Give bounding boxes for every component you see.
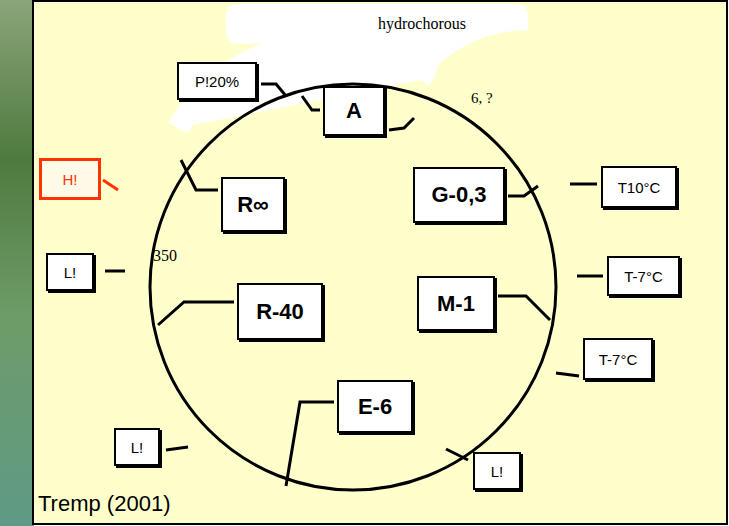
box-text: L! [64,264,77,281]
factor-box: P!20% [177,62,257,100]
leader-line [498,296,550,320]
leader-line [181,160,218,190]
count-label: 6, ? [471,90,493,107]
leader-line [508,186,538,196]
leader-line [446,449,468,460]
leader-line [261,84,286,96]
box-text: L! [131,439,144,456]
leader-lines [105,84,603,486]
stage-box: A [323,86,385,136]
stage-box: M-1 [417,276,495,331]
leader-line [166,447,188,450]
stage-box: R-40 [237,283,323,340]
factor-box: L! [46,253,94,291]
stage-box: G-0,3 [413,167,505,223]
leader-line [389,118,414,130]
factor-box: T10°C [601,166,677,208]
dispersal-band [178,44,430,128]
leader-line [577,275,603,278]
life-cycle-circle [150,84,556,490]
leader-line [158,302,234,325]
leader-line [103,180,118,190]
box-text: P!20% [195,73,239,90]
stage-box: E-6 [337,380,413,433]
count-label: 350 [153,247,177,265]
box-text: E-6 [358,394,392,420]
box-text: T-7°C [624,268,663,285]
factor-box: T-7°C [583,338,653,380]
factor-box: L! [473,452,521,490]
box-text: L! [491,463,504,480]
box-text: G-0,3 [431,182,486,208]
photo-strip [0,0,34,526]
leader-line [105,270,125,273]
hydrochorous-label: hydrochorous [378,15,466,33]
factor-box: H! [39,158,101,200]
box-text: M-1 [437,291,475,317]
box-text: R-40 [256,299,304,325]
leader-line [286,402,334,486]
leader-line [556,373,579,376]
dispersal-band [178,4,528,128]
source-citation: Tremp (2001) [38,491,170,517]
box-text: T10°C [618,179,661,196]
box-text: T-7°C [599,351,638,368]
factor-box: L! [114,428,160,466]
box-text: R∞ [237,192,269,218]
leader-line [302,96,320,110]
stage-box: R∞ [221,177,285,232]
leader-line [570,183,597,186]
box-text: A [346,98,362,124]
box-text: H! [63,171,78,188]
panel [33,1,727,524]
factor-box: T-7°C [607,256,680,296]
